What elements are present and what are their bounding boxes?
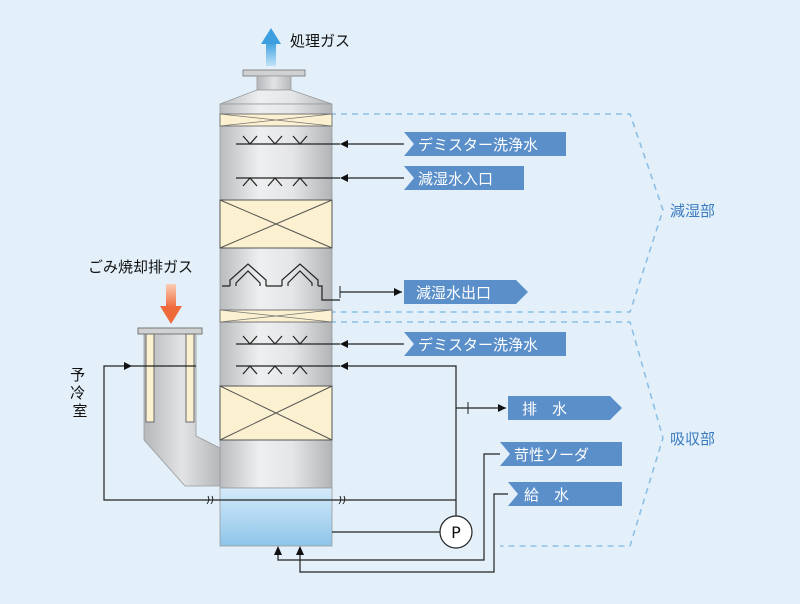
collector-tray [222, 263, 340, 301]
treated-gas-arrow [261, 28, 281, 66]
incinerator-gas-arrow [160, 284, 182, 324]
svg-text:苛性ソーダ: 苛性ソーダ [514, 446, 589, 464]
absorption-section-bracket [330, 321, 664, 547]
label-drain: 排 水 [508, 396, 622, 420]
demister-middle [219, 309, 333, 323]
label-demister-wash-top: デミスター洗浄水 [404, 132, 566, 156]
spray-nozzles-demister-top [236, 135, 340, 145]
pipe-break-marks [206, 286, 469, 505]
packing-lower [219, 385, 333, 441]
packing-upper [219, 199, 333, 249]
label-caustic-soda: 苛性ソーダ [500, 442, 622, 466]
demister-top [219, 113, 333, 127]
label-demister-wash-bottom: デミスター洗浄水 [404, 332, 566, 356]
label-dehumid-water-in: 減湿水入口 [404, 166, 524, 190]
treated-gas-label: 処理ガス [290, 32, 350, 50]
svg-text:排 水: 排 水 [522, 400, 567, 418]
label-dehumid-water-out: 減湿水出口 [404, 280, 528, 304]
pump-label: P [451, 523, 461, 542]
dehumid-section-bracket [330, 113, 664, 313]
precooling-chamber-label-1: 予 [70, 366, 85, 384]
spray-nozzles-absorption [236, 365, 340, 375]
precooling-chamber [137, 327, 221, 487]
incinerator-gas-label: ごみ焼却排ガス [88, 258, 193, 276]
dehumid-section-label: 減湿部 [670, 202, 715, 220]
scrubber-tower [219, 69, 333, 547]
circulation-pump: P [439, 515, 473, 549]
absorption-section-label: 吸収部 [670, 430, 715, 448]
water-sump [219, 487, 333, 547]
piping [103, 143, 508, 573]
spray-nozzles-demister-bottom [236, 335, 340, 345]
label-feed-water: 給 水 [508, 482, 622, 506]
flow-arrows [124, 140, 506, 555]
svg-text:デミスター洗浄水: デミスター洗浄水 [418, 336, 538, 354]
svg-text:給 水: 給 水 [524, 486, 569, 504]
svg-text:減湿水出口: 減湿水出口 [416, 284, 491, 302]
precooling-chamber-label-2: 冷 [70, 384, 85, 402]
svg-text:デミスター洗浄水: デミスター洗浄水 [418, 136, 538, 154]
precooling-chamber-label-3: 室 [72, 402, 87, 420]
spray-nozzles-dehumid-inlet [236, 177, 340, 187]
svg-text:減湿水入口: 減湿水入口 [418, 170, 493, 188]
precooling-chamber-label: 予 冷 室 [70, 366, 90, 420]
